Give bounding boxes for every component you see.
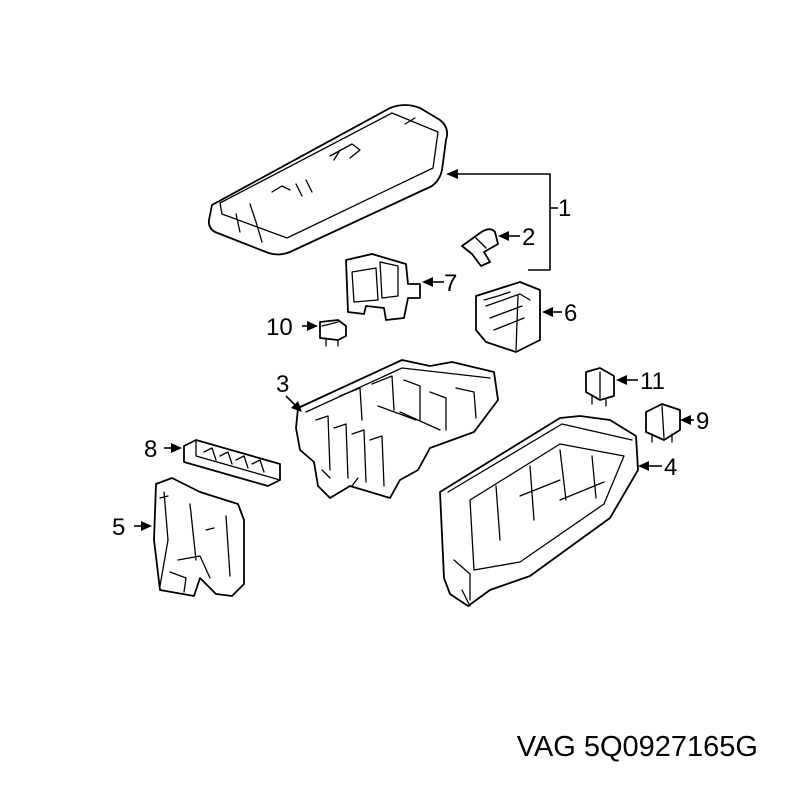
- callout-4: 4: [664, 454, 677, 481]
- part-11-fuse: [585, 367, 615, 407]
- callout-2: 2: [522, 224, 535, 251]
- part-8-fuse-strip: [183, 439, 281, 487]
- leaders: [134, 169, 694, 531]
- brand-label: VAG: [516, 731, 576, 763]
- part-3-fuse-box-body: [295, 359, 499, 499]
- part-1-cover: [207, 104, 449, 256]
- callout-10: 10: [266, 314, 293, 341]
- part-2-clip: [461, 228, 499, 267]
- part-number-caption: VAG 5Q0927165G: [517, 731, 758, 764]
- callout-8: 8: [144, 436, 157, 463]
- part-9-relay: [645, 403, 681, 443]
- part-5-bracket: [153, 477, 245, 597]
- part-6-fuse-carrier: [475, 281, 541, 353]
- callout-3: 3: [276, 371, 289, 398]
- callout-1: 1: [558, 195, 571, 222]
- callout-9: 9: [696, 408, 709, 435]
- callout-5: 5: [112, 514, 125, 541]
- callout-11: 11: [640, 368, 665, 395]
- callout-6: 6: [564, 300, 577, 327]
- part-10-fuse: [319, 319, 347, 347]
- part-4-lower-housing: [439, 415, 639, 607]
- part-number-label: 5Q0927165G: [583, 731, 758, 763]
- callout-7: 7: [444, 270, 457, 297]
- part-7-relay-holder: [345, 253, 421, 321]
